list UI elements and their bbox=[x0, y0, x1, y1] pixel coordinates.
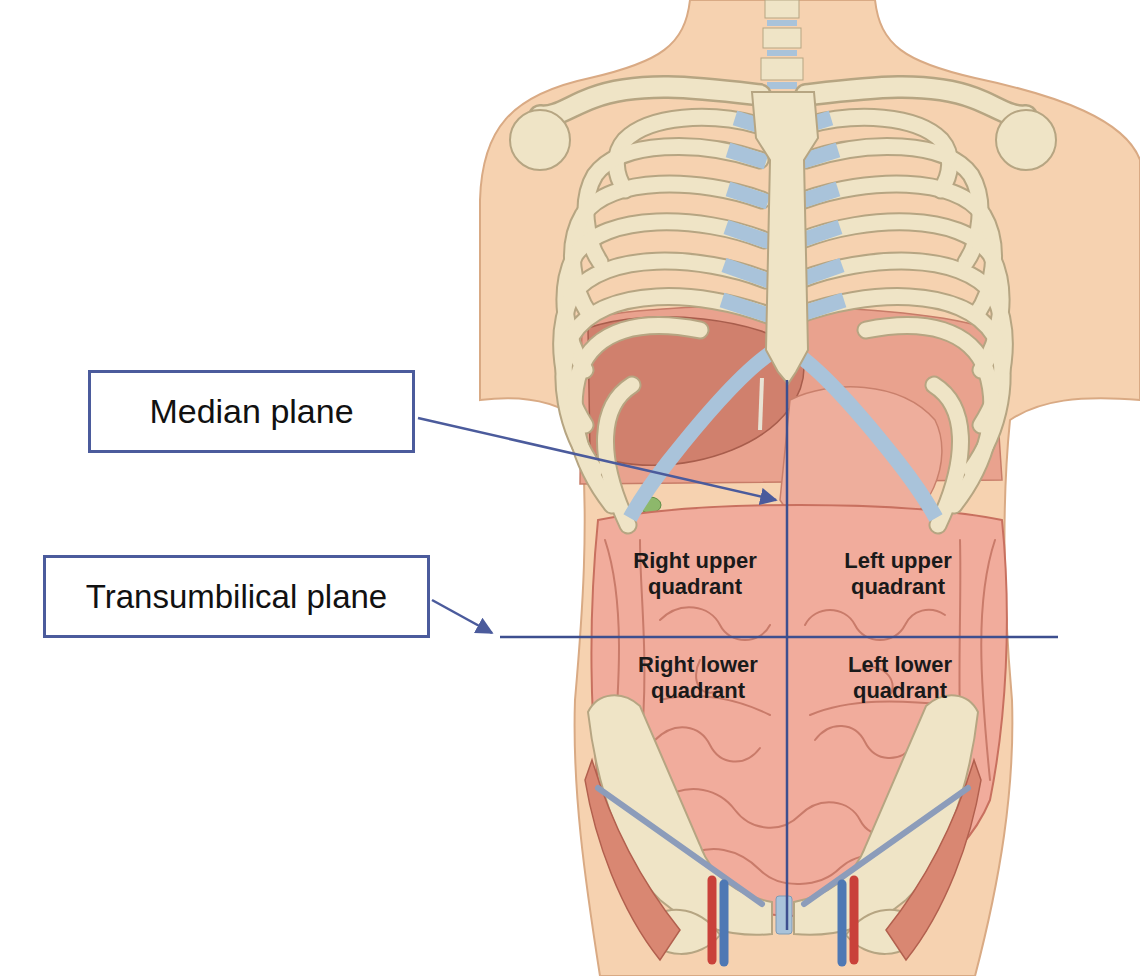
skeleton-right-side bbox=[510, 87, 774, 962]
vertebra bbox=[763, 28, 801, 48]
leader-arrow bbox=[418, 418, 776, 500]
vertebra bbox=[761, 58, 803, 80]
body-outline bbox=[480, 0, 1140, 976]
loop bbox=[660, 607, 770, 640]
disc bbox=[767, 82, 797, 89]
quadrant-label: Left upper quadrant bbox=[814, 548, 982, 601]
ligament bbox=[760, 378, 762, 430]
pubic-symphysis bbox=[776, 896, 792, 934]
transumbilical-plane-line bbox=[500, 636, 1058, 639]
skeleton-left-side bbox=[792, 87, 1056, 962]
quadrant-label: Right lower quadrant bbox=[614, 652, 782, 705]
leader-arrow bbox=[432, 600, 492, 633]
sternum bbox=[752, 92, 818, 384]
cervical-spine bbox=[761, 0, 803, 89]
callout-text: Median plane bbox=[149, 392, 353, 431]
quadrant-label: Right upper quadrant bbox=[611, 548, 779, 601]
callout-box: Transumbilical plane bbox=[43, 555, 430, 638]
callout-box: Median plane bbox=[88, 370, 415, 453]
loop bbox=[805, 610, 945, 640]
loop bbox=[655, 727, 760, 761]
quadrant-label: Left lower quadrant bbox=[816, 652, 984, 705]
callout-text: Transumbilical plane bbox=[86, 578, 387, 616]
colon bbox=[981, 540, 995, 780]
median-plane-line bbox=[786, 380, 789, 930]
disc bbox=[767, 50, 797, 56]
disc bbox=[767, 20, 797, 26]
vertebra bbox=[765, 0, 799, 18]
